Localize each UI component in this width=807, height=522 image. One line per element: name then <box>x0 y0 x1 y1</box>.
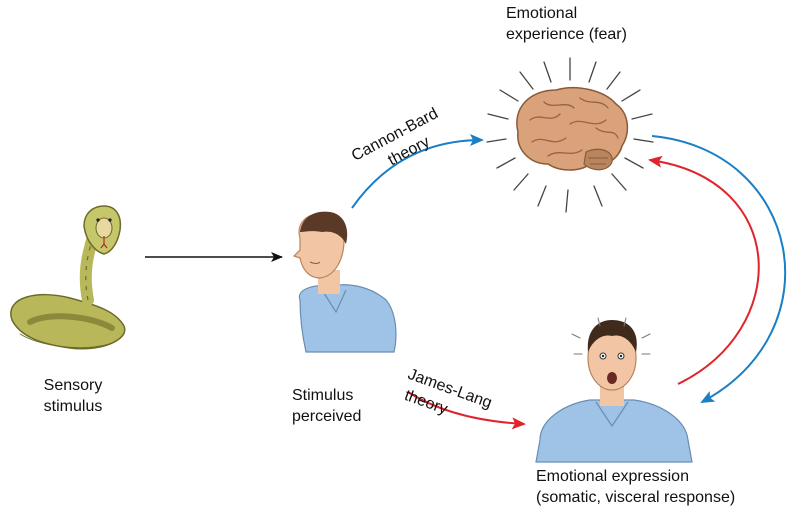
cannon-bard-arrow <box>351 134 484 209</box>
brain-burst-rays <box>486 57 654 213</box>
snake-icon <box>10 205 126 350</box>
man-profile-icon <box>292 211 397 353</box>
stimulus-perceived-label: Stimulus perceived <box>292 387 362 425</box>
sensory-stimulus-label: Sensory stimulus <box>43 377 103 415</box>
brain-icon <box>516 86 629 171</box>
red-arc-arrow <box>648 155 760 385</box>
frightened-man-icon <box>535 317 693 463</box>
emotional-expression-label: Emotional expression (somatic, visceral … <box>536 468 736 506</box>
blue-arc-arrow <box>651 135 787 403</box>
emotional-experience-label: Emotional experience (fear) <box>506 5 627 43</box>
james-lang-arrow <box>407 391 526 430</box>
